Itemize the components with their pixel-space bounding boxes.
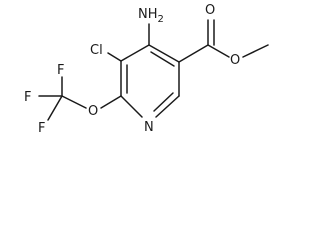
fluorine-left-label: F [24, 90, 31, 105]
molecule-structure: NH2 Cl N O O O F F F [24, 3, 269, 136]
fluorine-left: F [24, 90, 31, 105]
bond-ring-top-right [148, 44, 180, 63]
carbonyl-oxygen-label: O [205, 3, 215, 18]
bond-ring-bottom-right [155, 95, 180, 118]
bond-fluorine-bottom [47, 95, 63, 121]
bond-ring-top-left [120, 44, 150, 62]
bond-ring-top-right-double [150, 51, 175, 67]
bond-chloro [107, 52, 122, 62]
ether-oxygen-label: O [88, 104, 98, 119]
bond-ring-ester-carbon [178, 44, 209, 63]
fluorine-bottom-label: F [38, 121, 45, 136]
fluorine-top: F [57, 63, 64, 78]
amino-group: NH2 [138, 7, 164, 25]
ether-oxygen: O [88, 104, 98, 119]
chloro-label: Cl [90, 43, 103, 58]
fluorine-top-label: F [57, 63, 64, 78]
ester-oxygen: O [230, 53, 240, 68]
ring-nitrogen: N [144, 120, 154, 135]
amino-label: NH2 [138, 7, 164, 25]
bond-ring-bottom-left [120, 95, 143, 118]
bond-ester-methyl [242, 44, 269, 58]
bond-ring-bottom-right-double [153, 92, 174, 112]
chloro-group: Cl [90, 43, 103, 58]
ester-oxygen-label: O [230, 53, 240, 68]
bond-ester-oxygen [207, 44, 230, 58]
fluorine-bottom: F [38, 121, 45, 136]
carbonyl-oxygen: O [205, 3, 215, 18]
bond-ether-carbon [61, 95, 87, 109]
ring-nitrogen-label: N [144, 120, 154, 135]
bond-ring-ether [100, 95, 122, 109]
